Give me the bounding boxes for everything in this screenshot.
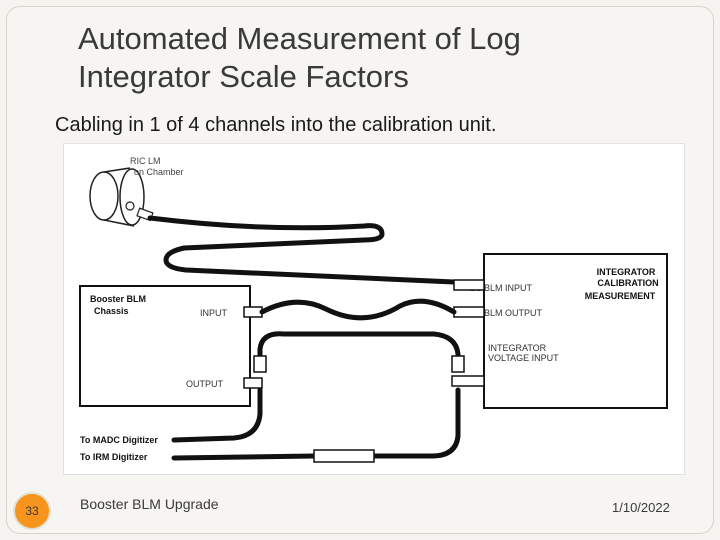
irm-cable <box>171 387 461 461</box>
slide-subtitle: Cabling in 1 of 4 channels into the cali… <box>55 114 497 136</box>
to-irm-label: To IRM Digitizer <box>80 452 148 462</box>
slide-number-badge: 33 <box>13 492 51 530</box>
chassis-output-connector <box>243 377 263 389</box>
input-cable <box>259 298 457 321</box>
chassis-title-2: Chassis <box>94 306 129 316</box>
calibration-port-3-label-2: VOLTAGE INPUT <box>488 353 559 363</box>
ion-chamber-label-1: RIC LM <box>130 156 161 166</box>
ion-chamber-label-2: on Chamber <box>134 167 184 177</box>
calibration-title-2: CALIBRATION <box>597 278 658 288</box>
calibration-title-1: INTEGRATOR <box>597 267 656 277</box>
cabling-diagram-svg: RIC LM on Chamber INTEGRATOR CALIBRATION… <box>79 156 668 463</box>
irm-inline-connector <box>313 449 375 463</box>
chamber-cable <box>147 215 457 285</box>
chassis-input-connector <box>243 306 263 318</box>
calibration-port-1-label: 1C BLM INPUT <box>470 283 533 293</box>
left-tee-connector <box>253 355 267 373</box>
title-line-1: Automated Measurement of Log <box>78 21 521 56</box>
calibration-unit-box <box>483 253 668 409</box>
madc-cable <box>171 387 263 443</box>
title-line-2: Integrator Scale Factors <box>78 59 409 94</box>
tee-loop-cable <box>257 331 461 371</box>
slide-title: Automated Measurement of Log Integrator … <box>78 20 678 96</box>
chassis-output-label: OUTPUT <box>186 379 224 389</box>
calibration-port-3-label-1: INTEGRATOR <box>488 343 547 353</box>
calibration-title-3: MEASUREMENT <box>585 291 656 301</box>
ion-chamber <box>89 167 154 227</box>
footer-text: Booster BLM Upgrade <box>80 496 219 512</box>
port-1-connector <box>453 279 485 291</box>
chassis-box <box>79 285 251 407</box>
chassis-title-1: Booster BLM <box>90 294 146 304</box>
right-tee-connector <box>451 355 465 373</box>
to-madc-label: To MADC Digitizer <box>80 435 158 445</box>
port-3-connector <box>451 375 485 387</box>
port-2-connector <box>453 306 485 318</box>
calibration-port-2-label: 2C BLM OUTPUT <box>470 308 543 318</box>
footer-date: 1/10/2022 <box>612 500 670 515</box>
cabling-diagram: RIC LM on Chamber INTEGRATOR CALIBRATION… <box>63 143 685 475</box>
chassis-input-label: INPUT <box>200 308 228 318</box>
